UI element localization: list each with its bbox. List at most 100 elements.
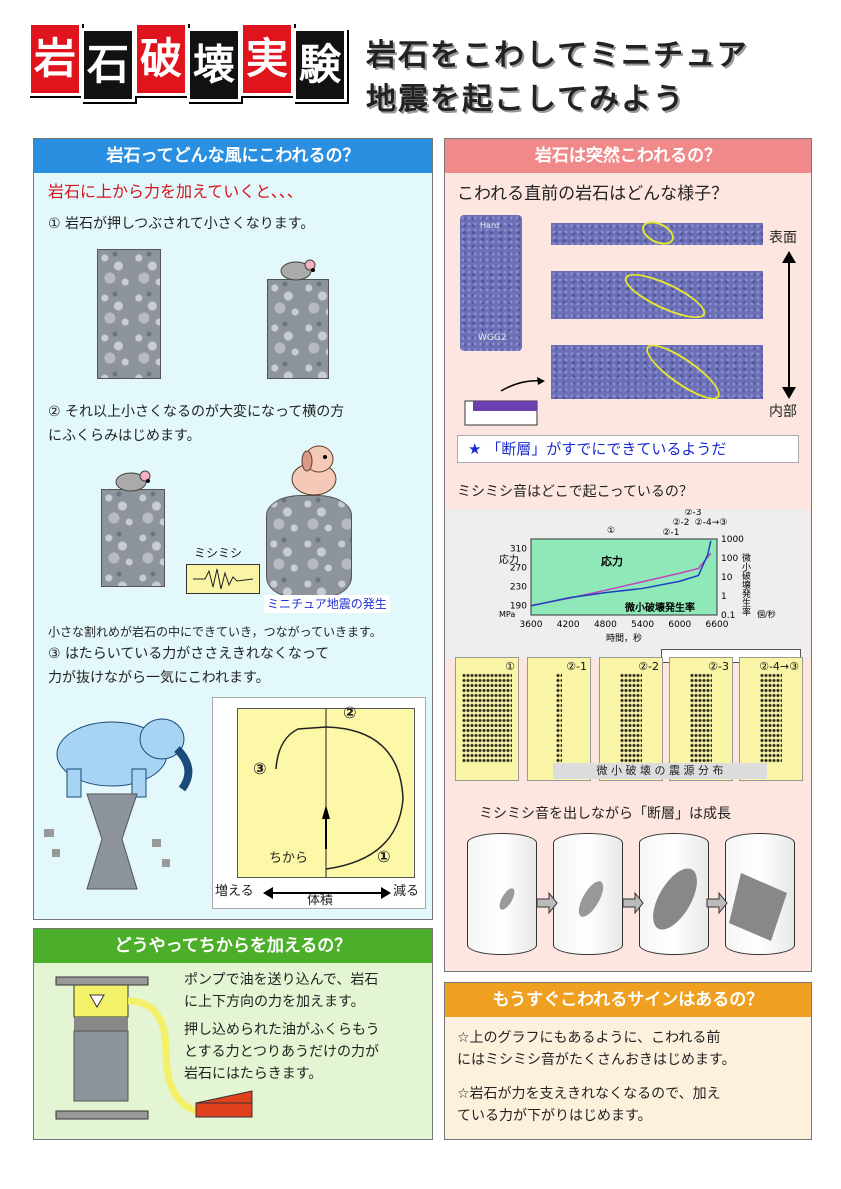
title-char: 岩	[28, 22, 82, 96]
micro-label: ①	[505, 660, 515, 673]
title-char: 験	[293, 28, 347, 102]
graph-volume-label: 体積	[307, 893, 334, 908]
panel-warning-signs: もうすぐこわれるサインはあるの？ ☆上のグラフにもあるように、こわれる前 にはミ…	[444, 982, 812, 1140]
x-tick-label: 6000	[668, 620, 691, 630]
stress-volume-graph: ② ③ ① ちから 増える 体積 減る	[212, 697, 426, 909]
double-arrow-icon	[263, 887, 391, 899]
chart-annotation: ②-1	[662, 528, 679, 538]
question-text: こわれる直前の岩石はどんな様子？	[457, 184, 729, 204]
how-text-1: ポンプで油を送り込んで、岩石	[184, 972, 379, 988]
y-right-tick-label: 10	[721, 573, 733, 583]
rock-sample-photo: Hard WGG2	[460, 215, 522, 351]
graph-force-label: ちから	[269, 851, 309, 866]
graph-label-1: ①	[377, 847, 391, 866]
how-text-2: に上下方向の力を加えます。	[184, 994, 365, 1010]
fault-growth-drawing	[499, 868, 787, 941]
title-char: 石	[81, 28, 135, 102]
growth-caption: ミシミシ音を出しながら「断層」は成長	[479, 806, 731, 822]
rock-block	[97, 249, 161, 379]
mouse-icon	[115, 470, 151, 492]
micro-panel: ①	[455, 657, 519, 781]
panel-header: もうすぐこわれるサインはあるの？	[445, 983, 811, 1017]
y-left-tick-label: 310	[510, 545, 527, 555]
y-right-axis-label: 微小破壊発生率	[740, 552, 751, 617]
rock-block	[101, 489, 165, 587]
graph-area	[237, 708, 415, 878]
micro-caption: 微 小 破 壊 の 震 源 分 布	[553, 763, 767, 779]
x-tick-label: 4800	[594, 620, 617, 630]
chart-annotation: ①	[607, 526, 615, 536]
y-left-axis-label: 応力	[499, 553, 519, 566]
step1-text: ① 岩石が押しつぶされて小さくなります。	[48, 216, 315, 232]
graph-decrease-label: 減る	[393, 884, 420, 899]
graph-label-2: ②	[343, 703, 357, 722]
rock-bulging	[266, 495, 352, 597]
x-tick-label: 3600	[520, 620, 543, 630]
y-left-tick-label: 230	[510, 583, 527, 593]
fault-note-box: ★ 「断層」がすでにできているようだ	[457, 435, 799, 463]
micro-panel: ②-4→③	[739, 657, 803, 781]
y-right-unit: 個/秒	[757, 609, 776, 619]
chart-annotation: ②-3	[684, 509, 701, 518]
micro-label: ②-3	[708, 660, 729, 673]
y-left-unit: MPa	[499, 610, 515, 619]
panel-header: 岩石ってどんな風にこわれるの？	[34, 139, 432, 173]
x-tick-label: 4200	[557, 620, 580, 630]
mouse-icon	[280, 259, 316, 281]
subtitle-line1: 岩石をこわしてミニチュア	[366, 38, 749, 73]
crack-note: 小さな割れめが岩石の中にできていき，つながっていきます。	[48, 625, 382, 639]
panel-header: どうやってちからを加えるの？	[34, 929, 432, 963]
graph-increase-label: 増える	[215, 884, 254, 899]
step2-text-2: にふくらみはじめます。	[48, 428, 201, 444]
x-tick-label: 6600	[706, 620, 729, 630]
press-apparatus	[55, 976, 253, 1120]
series-line-1	[530, 540, 712, 607]
mishimishi-label: ミシミシ	[194, 546, 243, 560]
step3-text-1: ③ はたらいている力がささえきれなくなって	[48, 646, 330, 662]
section-strip-surface	[551, 216, 763, 250]
chart-plot-area	[530, 538, 718, 616]
sign-text-3: ☆岩石が力を支えきれなくなるので、加え	[457, 1086, 721, 1102]
y-right-tick-label: 0.1	[721, 611, 735, 621]
y-left-tick-label: 270	[510, 564, 527, 574]
y-right-tick-label: 1	[721, 592, 727, 602]
section-strip-mid	[551, 265, 763, 327]
step3-text-2: 力が抜けながら一気にこわれます。	[48, 670, 270, 686]
interior-label: 内部	[769, 404, 797, 420]
title-char: 破	[134, 22, 188, 96]
seismograph-box	[186, 564, 260, 594]
y-right-tick-label: 100	[721, 554, 738, 564]
micro-label: ②-1	[566, 660, 587, 673]
micro-panel: ②-2	[599, 657, 663, 781]
sample-label-top: Hard	[480, 221, 500, 230]
graph-label-3: ③	[253, 759, 267, 778]
fault-note: ★ 「断層」がすでにできているようだ	[468, 440, 727, 458]
cylinder-stage-1	[467, 833, 537, 955]
chart-annotation: ②-4→③	[695, 518, 728, 528]
elephant-illustration	[44, 718, 193, 890]
sound-question: ミシミシ音はどこで起こっているの？	[457, 484, 693, 500]
series-label-stress: 応力	[601, 554, 623, 568]
how-text-3: 押し込められた油がふくらもう	[184, 1022, 380, 1038]
intro-text: 岩石に上から力を加えていくと､､､	[48, 182, 296, 201]
micro-panel: ②-3	[669, 657, 733, 781]
panel-sudden-break: 岩石は突然こわれるの？ こわれる直前の岩石はどんな様子？ Hard WGG2 表…	[444, 138, 812, 972]
surface-label: 表面	[769, 230, 797, 246]
subtitle-line2: 地震を起こしてみよう	[366, 82, 686, 117]
how-text-4: とする力とつりあうだけの力が	[184, 1044, 380, 1060]
title-char: 実	[240, 22, 294, 96]
panel-header: 岩石は突然こわれるの？	[445, 139, 811, 173]
how-text-5: 岩石にはたらきます。	[184, 1066, 323, 1082]
cylinder-slice-icon	[464, 377, 545, 426]
sign-text-2: にはミシミシ音がたくさんおきはじめます。	[457, 1052, 736, 1068]
panel-how-to-apply-force: どうやってちからを加えるの？ ポンプで油を送り込んで、岩石 に上下方向の力を加え…	[33, 928, 433, 1140]
sign-text-1: ☆上のグラフにもあるように、こわれる前	[457, 1030, 721, 1046]
chart-annotation: ②-2	[672, 518, 689, 528]
micro-label: ②-2	[638, 660, 659, 673]
series-label-ae: 微小破壊発生率	[624, 601, 695, 614]
mini-quake-label: ミニチュア地震の発生	[264, 595, 390, 613]
micro-panel: ②-1	[527, 657, 591, 781]
vertical-arrow-icon	[782, 251, 796, 399]
x-axis-label: 時間，秒	[606, 632, 642, 644]
